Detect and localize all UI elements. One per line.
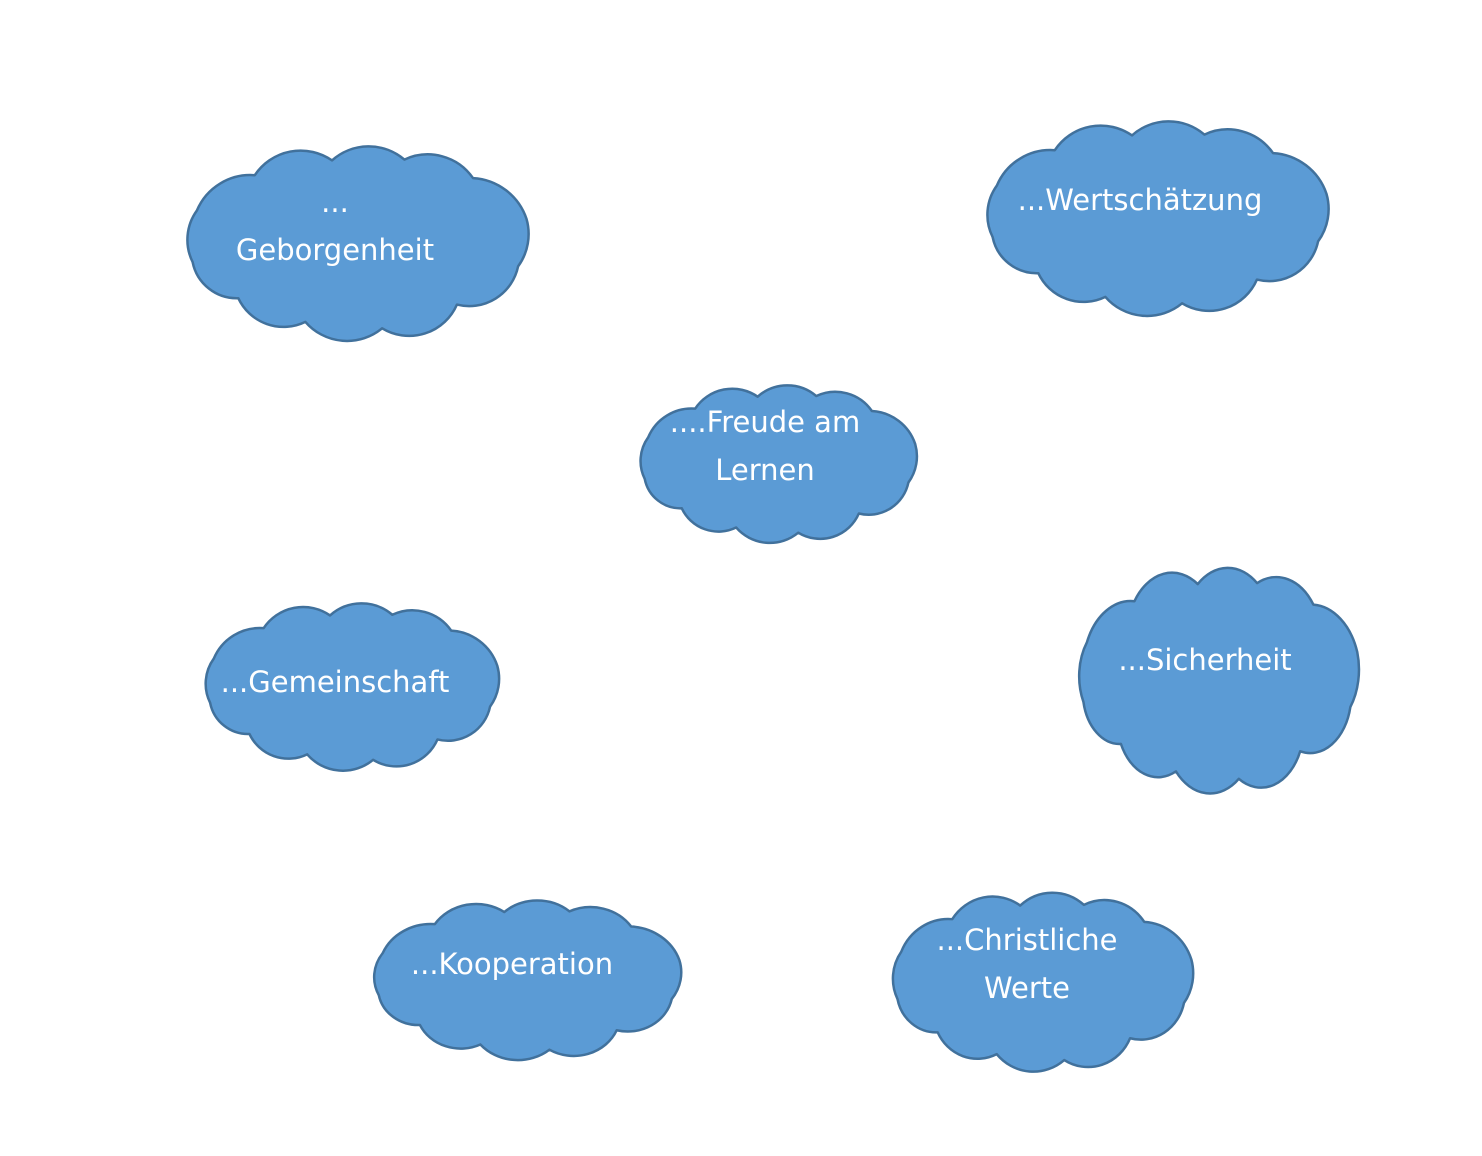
cloud-kooperation (374, 901, 681, 1061)
cloud-outline (187, 146, 528, 341)
cloud-geborgenheit (187, 146, 528, 341)
cloud-wertschaetzung (987, 121, 1328, 316)
cloud-outline (374, 901, 681, 1061)
cloud-outline (893, 893, 1193, 1072)
cloud-outline (206, 603, 499, 770)
cloud-outline (987, 121, 1328, 316)
label-christliche-werte: ...Christliche Werte (936, 923, 1118, 1005)
label-geborgenheit: ... Geborgenheit (235, 185, 435, 267)
label-kooperation: ...Kooperation (410, 947, 614, 981)
cloud-outline (641, 385, 917, 543)
cloud-christliche-werte (893, 893, 1193, 1072)
label-wertschaetzung: ...Wertschätzung (1017, 183, 1263, 217)
label-gemeinschaft: ...Gemeinschaft (220, 665, 450, 699)
cloud-freude (641, 385, 917, 543)
cloud-sicherheit (1079, 568, 1359, 794)
label-sicherheit: ...Sicherheit (1118, 643, 1292, 677)
label-freude: ....Freude am Lernen (669, 405, 861, 487)
cloud-gemeinschaft (206, 603, 499, 770)
cloud-outline (1079, 568, 1359, 794)
